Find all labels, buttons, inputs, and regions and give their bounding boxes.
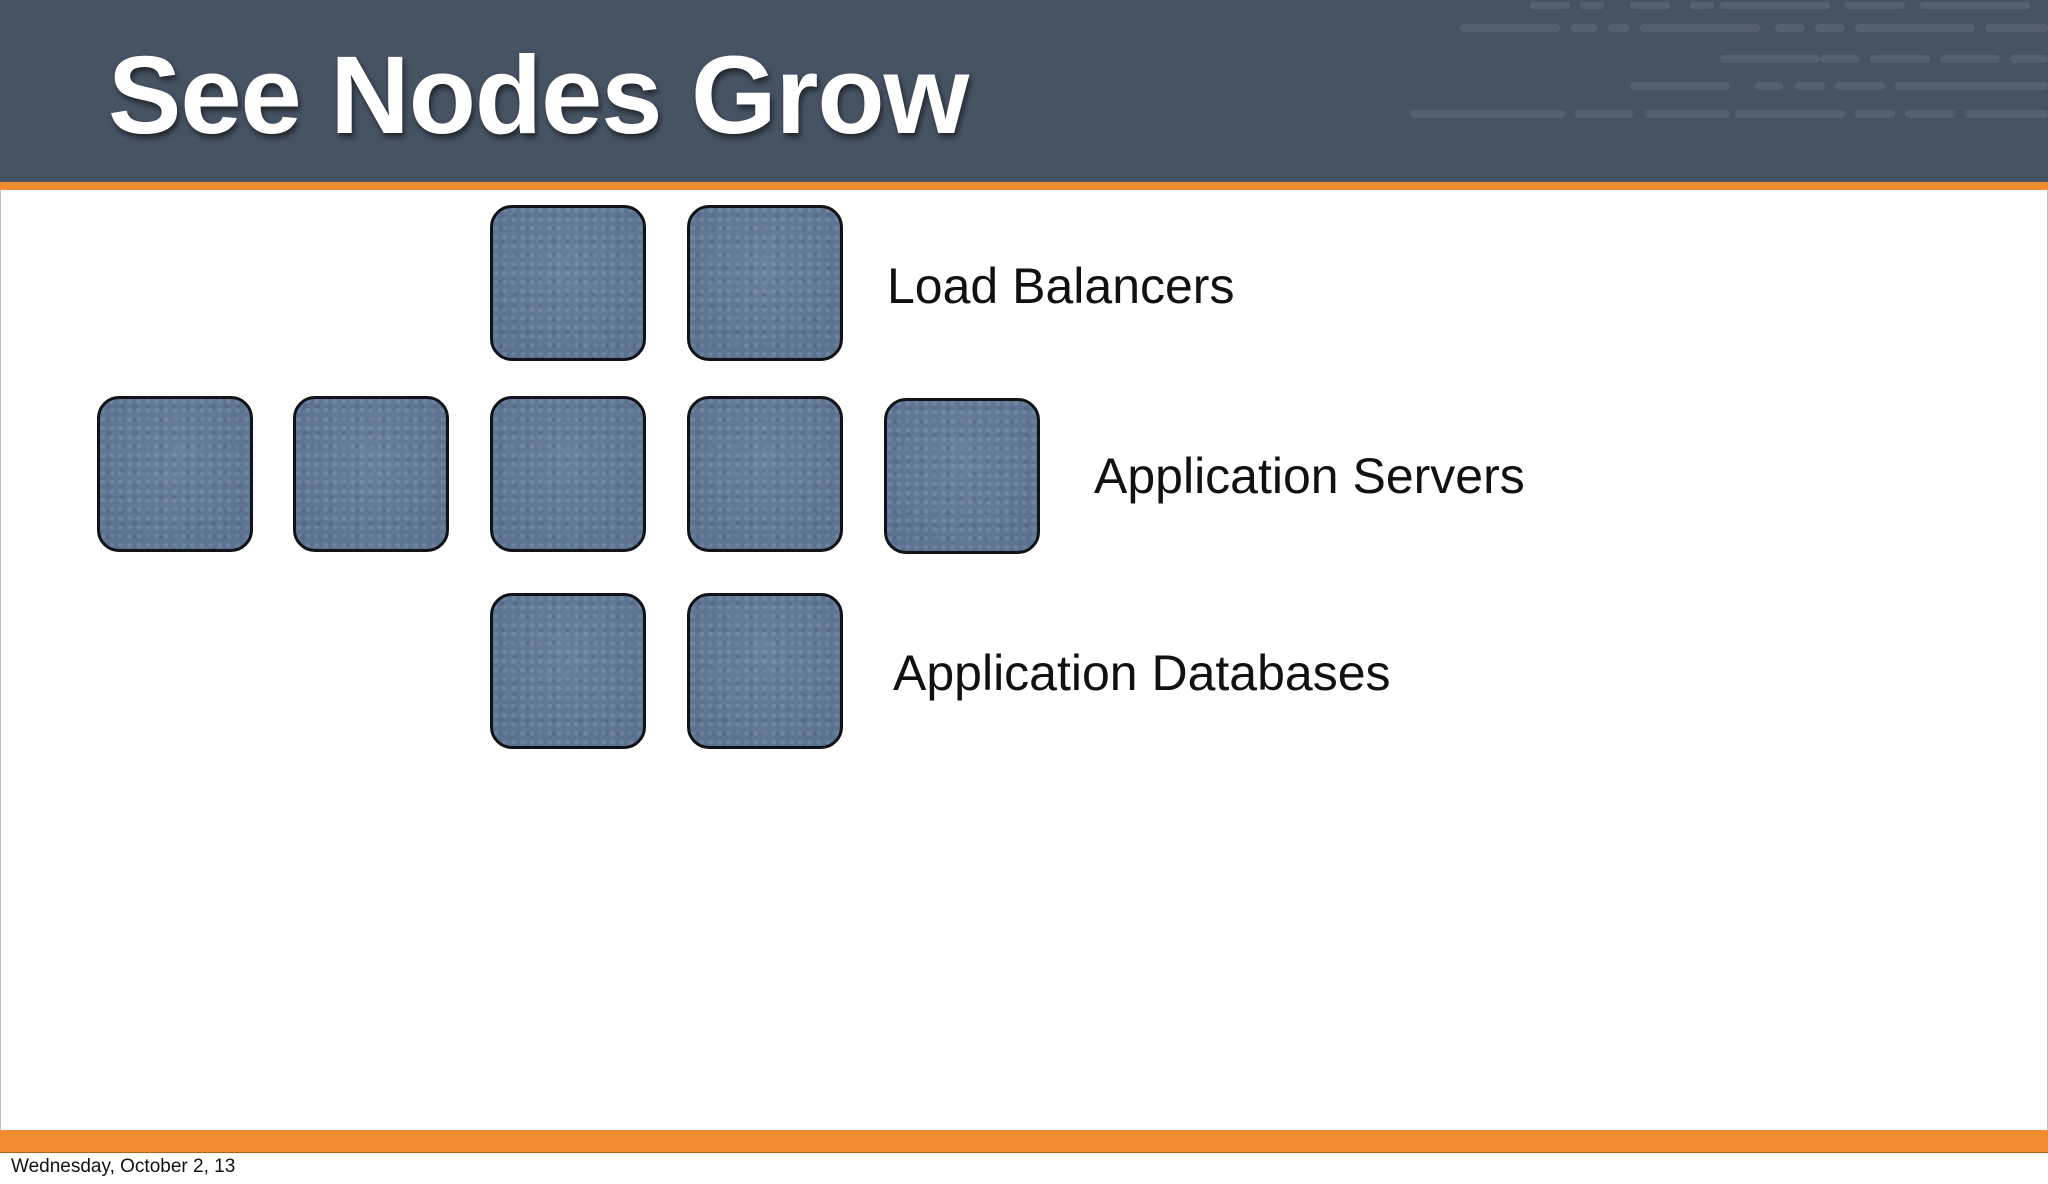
application-database-node xyxy=(687,593,843,749)
load-balancer-node xyxy=(490,205,646,361)
application-server-node xyxy=(884,398,1040,554)
tier-label-load-balancers: Load Balancers xyxy=(887,258,1235,314)
application-server-node xyxy=(490,396,646,552)
load-balancer-node xyxy=(687,205,843,361)
tier-label-application-databases: Application Databases xyxy=(893,645,1391,701)
footer-accent-rule xyxy=(0,1130,2048,1153)
slide-content-area xyxy=(0,190,2048,1130)
application-database-node xyxy=(490,593,646,749)
application-server-node xyxy=(97,396,253,552)
slide-title: See Nodes Grow xyxy=(108,34,969,157)
footer-date: Wednesday, October 2, 13 xyxy=(11,1156,236,1177)
application-server-node xyxy=(293,396,449,552)
slide-header: See Nodes Grow xyxy=(0,0,2048,182)
header-accent-rule xyxy=(0,182,2048,190)
header-dash-pattern xyxy=(1410,2,2048,118)
application-server-node xyxy=(687,396,843,552)
tier-label-application-servers: Application Servers xyxy=(1094,448,1525,504)
